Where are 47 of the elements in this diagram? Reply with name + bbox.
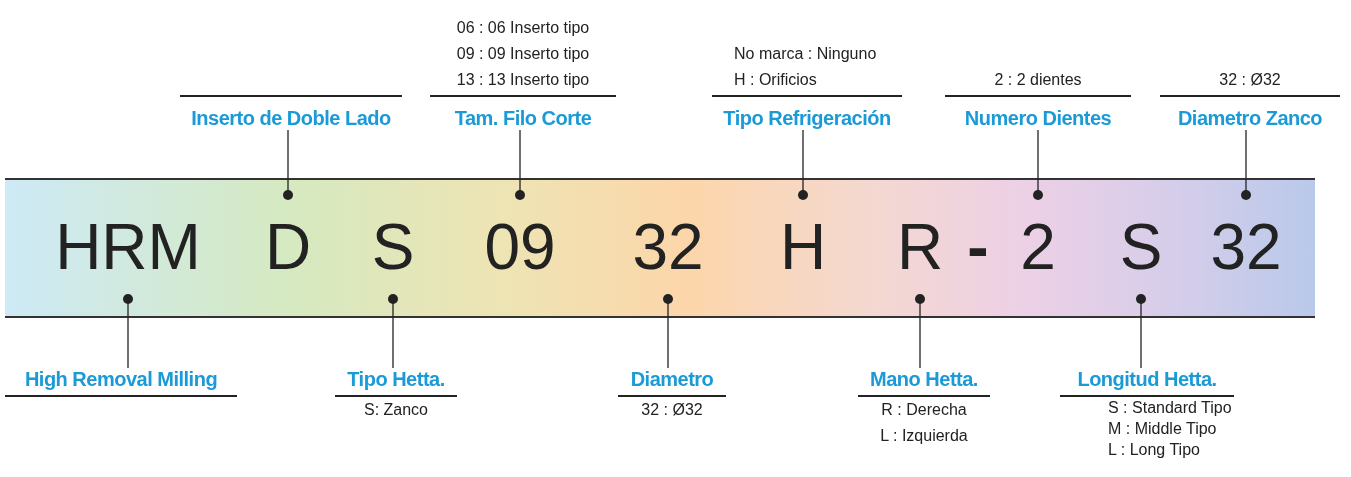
option-text: 13 : 13 Inserto tipo xyxy=(455,70,591,90)
code-character: R xyxy=(885,195,955,299)
leader-line xyxy=(123,294,133,369)
field-heading: Longitud Hetta. xyxy=(1060,368,1234,397)
leader-line xyxy=(798,129,808,200)
field-heading: High Removal Milling xyxy=(5,368,237,397)
code-character: S xyxy=(1106,195,1176,299)
field-heading: Tipo Refrigeración xyxy=(712,95,902,130)
code-character: D xyxy=(253,195,323,299)
field-heading: Tipo Hetta. xyxy=(335,368,457,397)
option-text: S : Standard Tipo xyxy=(1107,398,1233,418)
code-character: 09 xyxy=(470,195,570,299)
code-character: 32 xyxy=(1196,195,1296,299)
option-text: L : Izquierda xyxy=(879,426,969,446)
leader-line xyxy=(283,129,293,200)
option-text: 09 : 09 Inserto tipo xyxy=(455,44,591,64)
option-text: 06 : 06 Inserto tipo xyxy=(455,18,591,38)
option-text: 32 : Ø32 xyxy=(640,400,704,420)
field-heading: Tam. Filo Corte xyxy=(430,95,616,130)
field-heading: Diametro Zanco xyxy=(1160,95,1340,130)
option-text: M : Middle Tipo xyxy=(1107,419,1218,439)
field-heading: Diametro xyxy=(618,368,726,397)
code-character: S xyxy=(358,195,428,299)
leader-line xyxy=(663,294,673,369)
field-heading: Mano Hetta. xyxy=(858,368,990,397)
option-text: R : Derecha xyxy=(880,400,968,420)
leader-line xyxy=(1136,294,1146,369)
code-character: 32 xyxy=(618,195,718,299)
option-text: H : Orificios xyxy=(733,70,818,90)
field-heading: Numero Dientes xyxy=(945,95,1131,130)
leader-line xyxy=(515,129,525,200)
leader-line xyxy=(1241,129,1251,200)
option-text: L : Long Tipo xyxy=(1107,440,1201,460)
option-text: 32 : Ø32 xyxy=(1218,70,1282,90)
leader-line xyxy=(388,294,398,369)
code-character: 2 xyxy=(1003,195,1073,299)
code-character: - xyxy=(958,195,998,299)
option-text: S: Zanco xyxy=(363,400,429,420)
option-text: No marca : Ninguno xyxy=(733,44,878,64)
code-band xyxy=(5,178,1315,318)
leader-line xyxy=(1033,129,1043,200)
option-text: 2 : 2 dientes xyxy=(993,70,1083,90)
code-character: H xyxy=(768,195,838,299)
code-character: HRM xyxy=(38,195,218,299)
code-description xyxy=(1060,368,1234,460)
leader-line xyxy=(915,294,925,369)
field-heading: Inserto de Doble Lado xyxy=(180,95,402,130)
